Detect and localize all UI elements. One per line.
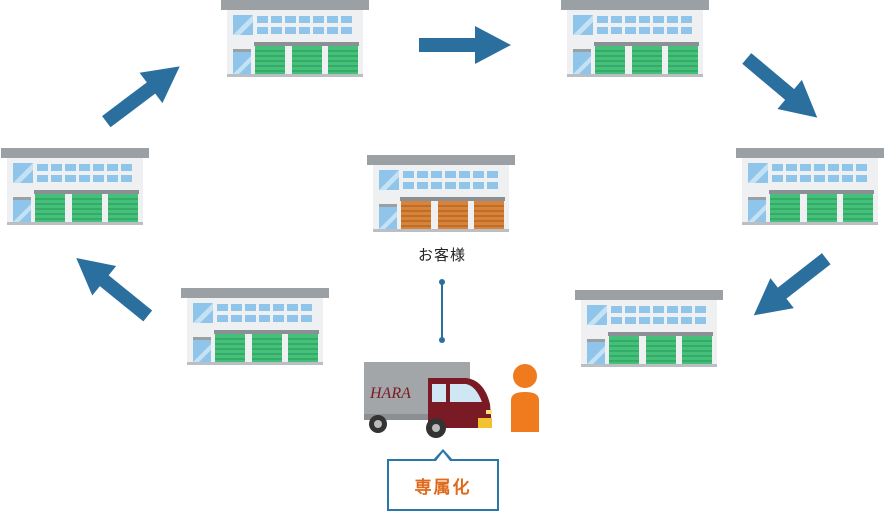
warehouse-icon: [575, 290, 723, 367]
person-icon: [511, 364, 539, 432]
cycle-arrow-icon: [734, 43, 830, 133]
connector-line: [439, 279, 445, 343]
warehouse-icon: [561, 0, 709, 77]
cycle-arrow-icon: [742, 243, 838, 331]
truck-logo-text: HARA: [369, 385, 411, 402]
cycle-arrow-icon: [64, 243, 160, 331]
delivery-truck-icon: HARA: [364, 362, 492, 438]
exclusive-badge: 専属化: [387, 459, 499, 511]
warehouse-icon: [1, 148, 149, 225]
cycle-arrow-icon: [419, 26, 511, 64]
badge-notch-inner: [436, 452, 450, 461]
customer-warehouse-icon: [367, 155, 515, 232]
warehouse-icon: [736, 148, 884, 225]
warehouse-icon: [181, 288, 329, 365]
warehouse-icon: [221, 0, 369, 77]
customer-label: お客様: [417, 246, 466, 264]
cycle-arrow-icon: [94, 51, 192, 137]
